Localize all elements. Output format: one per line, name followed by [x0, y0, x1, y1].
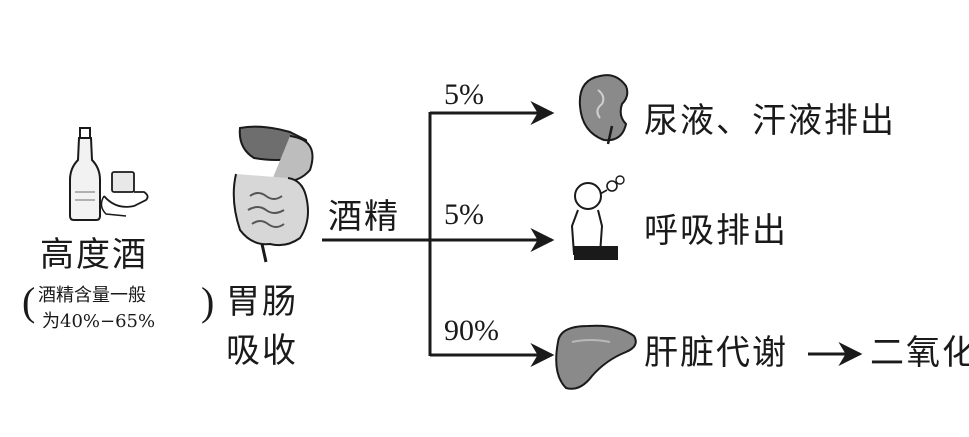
- note-line-2: 为40%−65%: [42, 311, 156, 332]
- branch-percent-3: 90%: [444, 314, 499, 347]
- absorb-line-2: 吸收: [226, 331, 298, 371]
- digestive-system-icon: [232, 125, 314, 263]
- breathing-person-icon: [570, 175, 625, 260]
- flow-label: 酒精: [328, 197, 400, 237]
- branch-destination-1: 尿液、汗液排出: [644, 101, 896, 141]
- branch-percent-1: 5%: [444, 78, 484, 111]
- branch-percent-2: 5%: [444, 198, 484, 231]
- liquor-bottle-icon: [69, 127, 101, 221]
- source-title: 高度酒: [40, 235, 148, 275]
- branch-destination-3: 肝脏代谢: [644, 333, 788, 373]
- branch-destination-2: 呼吸排出: [644, 211, 788, 251]
- absorb-line-1: 胃肠: [226, 282, 298, 322]
- flow-arrows: [322, 101, 863, 367]
- note-paren-close: ): [201, 279, 215, 324]
- liver-icon: [555, 324, 637, 390]
- kidney-icon: [578, 74, 629, 145]
- note-paren-open: (: [22, 279, 36, 324]
- glass-icon: [100, 171, 149, 217]
- final-product: 二氧化: [870, 333, 969, 373]
- note-line-1: 酒精含量一般: [38, 285, 146, 306]
